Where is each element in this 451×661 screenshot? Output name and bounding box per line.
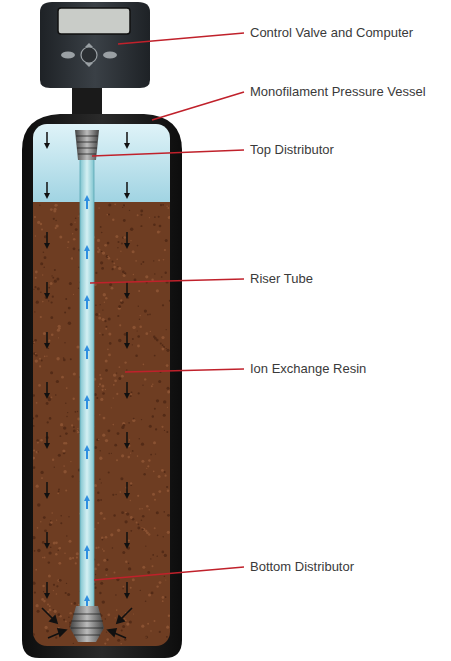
control-valve [40,2,150,88]
riser-tube [80,150,94,610]
leader-lines [90,33,244,580]
part-label: Monofilament Pressure Vessel [250,84,426,100]
part-label: Bottom Distributor [250,559,354,575]
lcd-screen [58,8,130,34]
pressure-vessel [22,114,182,658]
part-label: Ion Exchange Resin [250,361,366,377]
part-label: Control Valve and Computer [250,25,413,41]
valve-neck [72,84,102,114]
part-label: Riser Tube [250,271,313,287]
part-label: Top Distributor [250,142,334,158]
bottom-distributor [70,606,104,642]
